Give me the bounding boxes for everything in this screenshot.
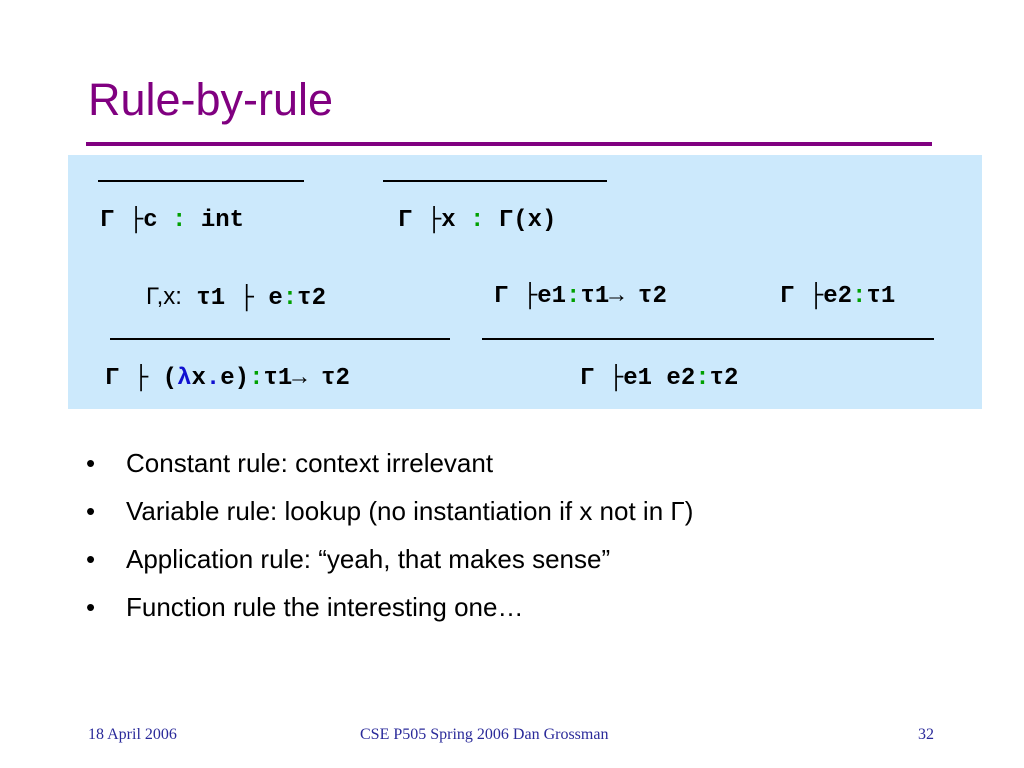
arrow-type: τ1→ τ2 (263, 365, 350, 392)
fun-term: e1 (537, 283, 567, 310)
bullet-text: Function rule the interesting one… (126, 592, 524, 622)
turnstile: ├ (133, 365, 149, 392)
const-term: c (143, 207, 158, 234)
list-item: • Constant rule: context irrelevant (86, 444, 693, 492)
bullet-icon: • (86, 544, 96, 574)
turnstile: ├ (239, 285, 254, 312)
gamma: Γ (780, 283, 795, 310)
bullet-text: Application rule: “yeah, that makes sens… (126, 544, 611, 574)
app-rule-premise-2: Γ ├e2:τ1 (780, 282, 895, 312)
result-type: τ2 (709, 365, 739, 392)
turnstile: ├ (808, 283, 824, 310)
gamma: Γ (105, 365, 120, 392)
context-extension: Γ,x: (146, 283, 182, 310)
body-term: e (268, 285, 283, 312)
turnstile: ├ (128, 207, 144, 234)
lam-rule-conclusion: Γ ├ (λx.e):τ1→ τ2 (105, 364, 350, 394)
app-rule-bar (482, 338, 934, 340)
gamma: Γ (580, 365, 595, 392)
bullet-text: Constant rule: context irrelevant (126, 448, 494, 478)
footer-page-number: 32 (918, 726, 934, 743)
dot: . (205, 365, 221, 392)
colon: : (172, 207, 187, 234)
list-item: • Variable rule: lookup (no instantiation… (86, 492, 693, 540)
gamma: Γ (398, 207, 413, 234)
var-rule-bar (383, 180, 607, 182)
bound-var: x (191, 365, 206, 392)
bullet-icon: • (86, 496, 96, 526)
list-item: • Application rule: “yeah, that makes sen… (86, 540, 693, 588)
lam-rule-bar (110, 338, 450, 340)
colon: : (566, 283, 581, 310)
var-term: x (441, 207, 456, 234)
const-rule-conclusion: Γ ├c : int (100, 206, 244, 236)
lam-rule-premise: Γ,x: τ1 ├ e:τ2 (146, 282, 326, 314)
const-rule-bar (98, 180, 304, 182)
colon: : (470, 207, 485, 234)
list-item: • Function rule the interesting one… (86, 588, 693, 636)
bullet-text: Variable rule: lookup (no instantiation … (126, 496, 694, 526)
slide-title: Rule-by-rule (88, 74, 334, 125)
bullet-list: • Constant rule: context irrelevant • Vari… (86, 444, 693, 636)
app-rule-conclusion: Γ ├e1 e2:τ2 (580, 364, 738, 394)
bullet-icon: • (86, 592, 96, 622)
arg-type: τ1 (866, 283, 896, 310)
arg-term: e2 (823, 283, 853, 310)
typing-rules-panel (68, 155, 982, 409)
turnstile: ├ (522, 283, 538, 310)
const-type: int (200, 207, 245, 234)
bullet-icon: • (86, 448, 96, 478)
var-result: Γ(x) (498, 207, 557, 234)
body-term: e) (220, 365, 250, 392)
app-rule-premise-1: Γ ├e1:τ1→ τ2 (494, 282, 667, 312)
colon: : (852, 283, 867, 310)
gamma: Γ (494, 283, 509, 310)
type-t1: τ1 (196, 285, 226, 312)
lambda-symbol: λ (177, 365, 192, 392)
colon: : (282, 285, 298, 312)
footer-date: 18 April 2006 (88, 726, 177, 743)
footer-course: CSE P505 Spring 2006 Dan Grossman (360, 726, 609, 743)
var-rule-conclusion: Γ ├x : Γ(x) (398, 206, 556, 236)
title-underline (86, 142, 932, 146)
colon: : (695, 365, 710, 392)
colon: : (249, 365, 264, 392)
turnstile: ├ (608, 365, 624, 392)
gamma: Γ (100, 207, 115, 234)
arrow-type: τ1→ τ2 (580, 283, 667, 310)
app-term: e1 e2 (623, 365, 696, 392)
open-paren: ( (162, 365, 178, 392)
type-t2: τ2 (297, 285, 326, 312)
turnstile: ├ (426, 207, 442, 234)
